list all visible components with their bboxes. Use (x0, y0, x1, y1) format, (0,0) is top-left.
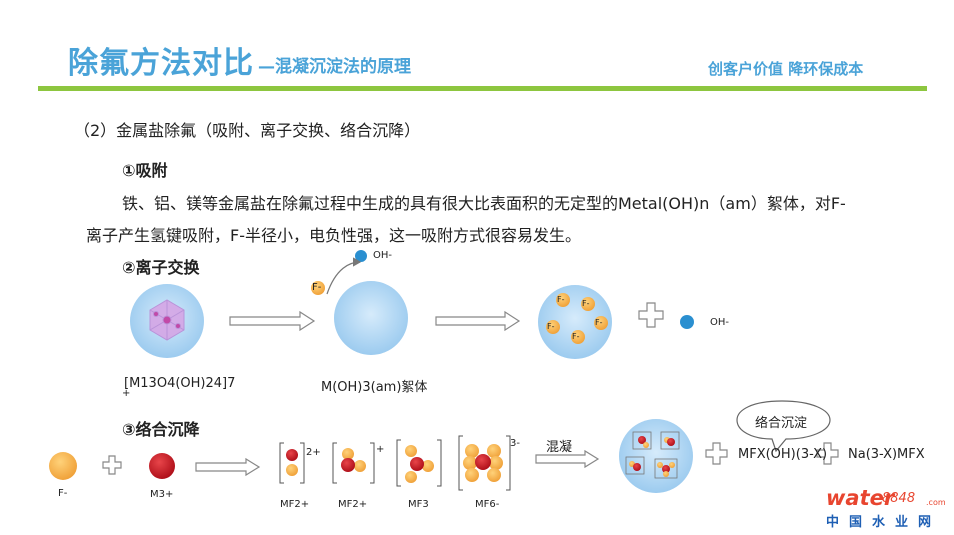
metal-ion (149, 453, 175, 479)
bubble-label: 络合沉淀 (755, 416, 808, 431)
complex-brackets (279, 435, 511, 491)
coagulation-label: 混凝 (546, 440, 573, 455)
complex-mf (286, 449, 298, 476)
polycation-floc (130, 284, 204, 358)
plus-icon (102, 455, 122, 475)
plus-icon (816, 442, 839, 465)
mf-label: MF2+ (280, 499, 310, 510)
adsorption-text-line1: 铁、铝、镁等金属盐在除氟过程中生成的具有很大比表面积的无定型的Metal(OH)… (122, 194, 846, 213)
fluoride-label: F- (58, 488, 68, 499)
f-ion-label: F- (312, 282, 322, 293)
mf-charge: 2+ (306, 447, 321, 458)
reaction-arrow-1 (229, 310, 316, 332)
product-sodium-fluorometallate: Na(3-X)MFX (848, 447, 925, 462)
mf6-charge: 3- (510, 438, 520, 449)
product-hydroxyfluoride: MFX(OH)(3-X) (738, 447, 828, 462)
reaction-arrow-2 (435, 310, 521, 332)
oh-ion-label: OH- (373, 250, 392, 261)
polycation-formula: [M13O4(OH)24]7 (124, 376, 236, 391)
oh-product-label: OH- (710, 317, 729, 328)
plus-icon (705, 442, 728, 465)
hydroxide-ion-product (680, 315, 694, 329)
header-divider (38, 86, 927, 91)
f-on-floc: F- (572, 332, 580, 341)
mf2-charge: + (376, 444, 385, 455)
f-on-floc: F- (595, 318, 603, 327)
brand-logo-cn: 中国水业网 (826, 515, 942, 530)
hydroxide-floc (334, 281, 408, 355)
f-on-floc: F- (582, 299, 590, 308)
adsorption-text-line2: 离子产生氢键吸附，F-半径小，电负性强，这一吸附方式很容易发生。 (86, 226, 581, 245)
fluoride-ion-incoming (311, 281, 325, 295)
hydroxide-floc-label: M(OH)3(am)絮体 (321, 380, 428, 395)
page-subtitle: —混凝沉淀法的原理 (258, 57, 411, 77)
speech-bubble (736, 400, 831, 453)
mf2-label: MF2+ (338, 499, 368, 510)
exchange-curve-arrow (326, 257, 362, 295)
mf6-label: MF6- (475, 499, 500, 510)
metal-ion-label: M3+ (150, 489, 174, 500)
slogan: 创客户价值 降环保成本 (708, 60, 864, 78)
section-heading: （2）金属盐除氟（吸附、离子交换、络合沉降） (74, 121, 421, 140)
page-title: 除氟方法对比 (68, 46, 254, 81)
complex-mf6 (463, 444, 503, 482)
complex-mf3 (405, 445, 434, 483)
fluoride-loaded-floc (538, 285, 612, 359)
fluoride-ion (49, 452, 77, 480)
f-on-floc: F- (547, 322, 555, 331)
brand-logo-tld: .com (926, 498, 946, 507)
brand-logo-text: water (826, 486, 895, 510)
complexation-heading: ③络合沉降 (122, 420, 200, 439)
reaction-arrow-3 (195, 457, 261, 477)
mf3-label: MF3 (408, 499, 429, 510)
adsorption-heading: ①吸附 (122, 161, 168, 180)
precipitate-floc (619, 419, 693, 493)
brand-logo-number: 8848 (882, 491, 916, 506)
complex-mf2 (341, 448, 366, 472)
f-on-floc: F- (557, 295, 565, 304)
polycation-charge: + (122, 388, 131, 399)
ion-exchange-heading: ②离子交换 (122, 258, 200, 277)
hydroxide-ion-released (355, 250, 367, 262)
coagulation-arrow (535, 449, 600, 469)
plus-icon (638, 302, 664, 328)
